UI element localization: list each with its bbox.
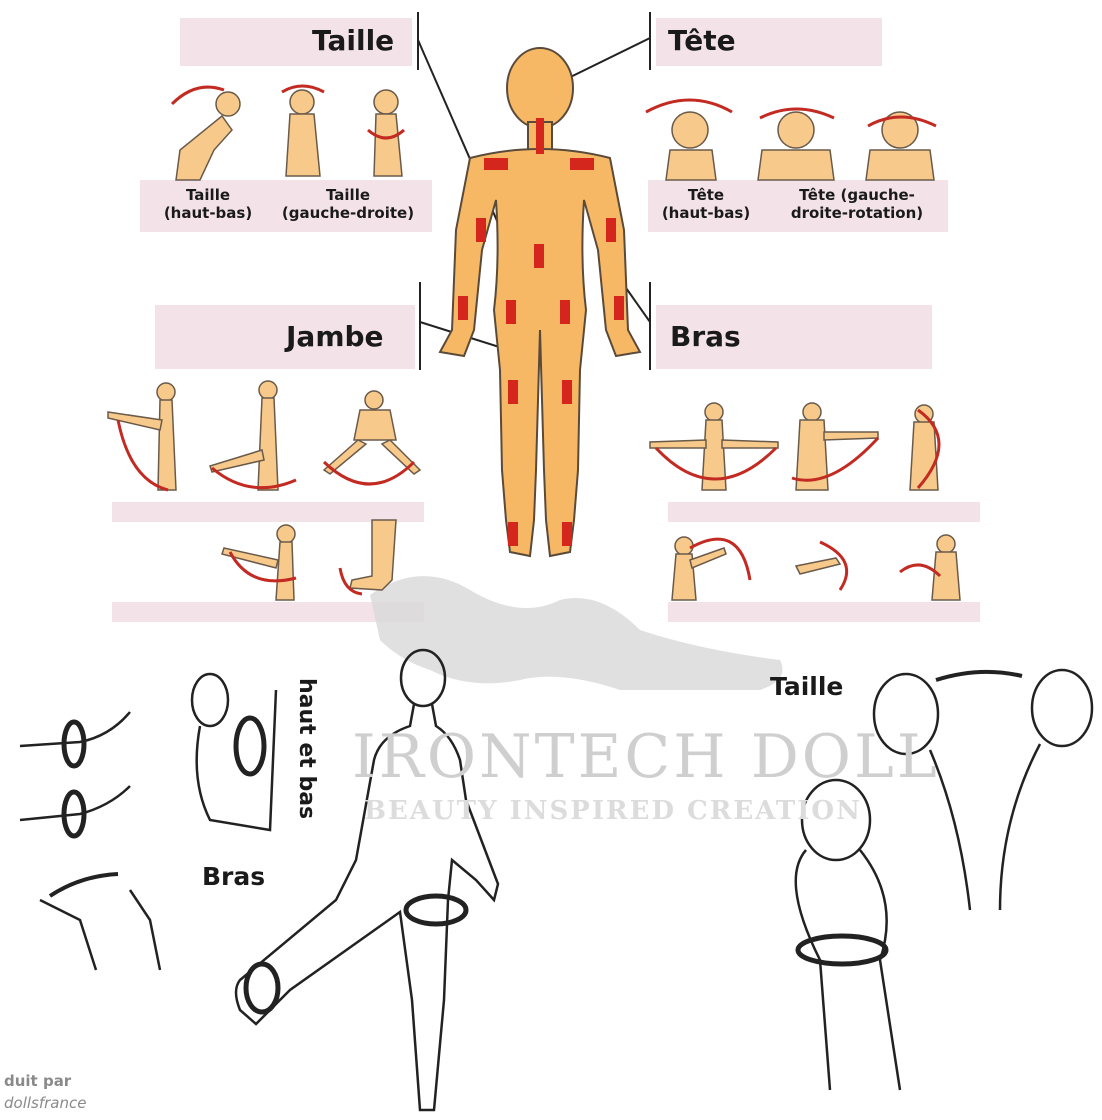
label-haut-et-bas: haut et bas bbox=[294, 678, 319, 819]
outline-figures bbox=[20, 650, 1092, 1110]
watermark-brand: IRONTECH DOLL bbox=[352, 722, 940, 792]
caption-tete-rotation: Tête (gauche- droite-rotation) bbox=[772, 186, 942, 222]
tete-title: Tête bbox=[668, 24, 736, 57]
caption-tete-haut-bas: Tête (haut-bas) bbox=[650, 186, 762, 222]
watermark-tagline: BEAUTY INSPIRED CREATION bbox=[364, 796, 862, 826]
taille-title: Taille bbox=[312, 24, 394, 57]
label-bras-lower: Bras bbox=[202, 862, 265, 891]
caption-taille-haut-bas: Taille (haut-bas) bbox=[150, 186, 266, 222]
caption-taille-gauche-droite: Taille (gauche-droite) bbox=[268, 186, 428, 222]
label-taille-lower: Taille bbox=[770, 672, 843, 701]
bras-title: Bras bbox=[670, 320, 741, 353]
credit-line-1: duit par bbox=[4, 1072, 71, 1091]
credit-line-2: dollsfrance bbox=[4, 1094, 86, 1113]
jambe-title: Jambe bbox=[286, 320, 384, 353]
watermark-silhouette bbox=[370, 576, 783, 690]
